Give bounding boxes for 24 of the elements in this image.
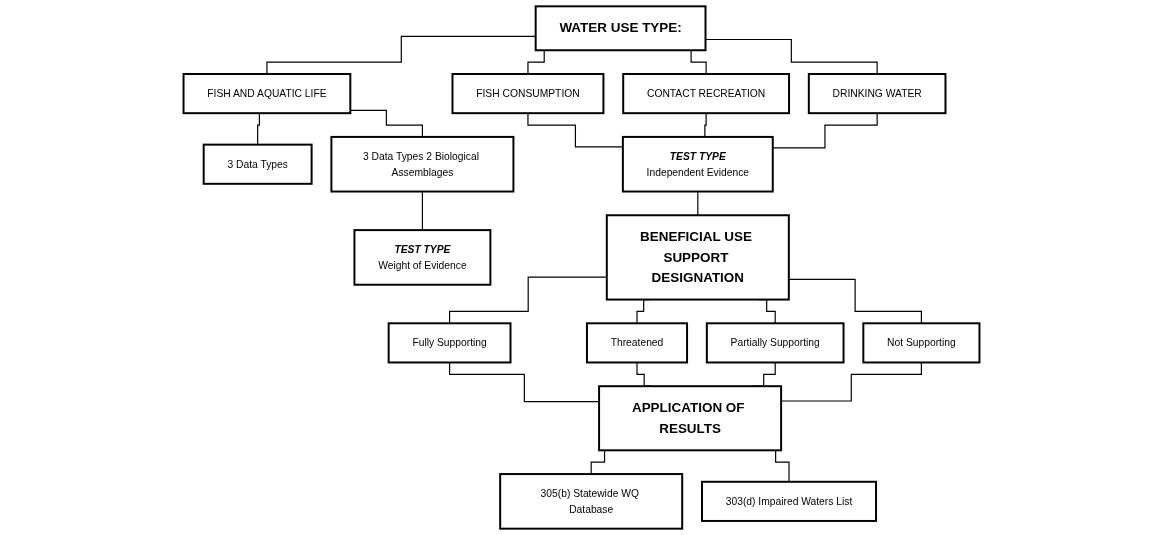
node-box: TEST TYPE Weight of Evidence (353, 229, 492, 286)
connector (697, 190, 699, 216)
connector (772, 112, 878, 149)
connector (703, 112, 707, 138)
node-box: WATER USE TYPE: (534, 5, 707, 52)
connector (449, 361, 600, 403)
node-box: FISH CONSUMPTION (451, 73, 605, 115)
node-box: Partially Supporting (705, 322, 845, 364)
node-box: TEST TYPE Independent Evidence (621, 135, 774, 193)
connector (421, 190, 423, 231)
node-box: Threatened (585, 322, 689, 364)
node-box: APPLICATION OF RESULTS (598, 385, 783, 452)
node-box: DRINKING WATER (807, 73, 947, 115)
node-box: Not Supporting (862, 322, 981, 364)
node-box: BENEFICIAL USE SUPPORT DESIGNATION (605, 214, 790, 301)
connector (257, 112, 262, 146)
node-box: 3 Data Types (202, 143, 313, 185)
connector (788, 278, 922, 324)
node-box: 303(d) Impaired Waters List (701, 480, 878, 522)
node-box: FISH AND AQUATIC LIFE (182, 73, 352, 115)
node-box: 305(b) Statewide WQ Database (499, 473, 684, 530)
node-box: CONTACT RECREATION (622, 73, 790, 115)
node-box: 3 Data Types 2 Biological Assemblages (330, 135, 515, 193)
node-box: Fully Supporting (387, 322, 512, 364)
